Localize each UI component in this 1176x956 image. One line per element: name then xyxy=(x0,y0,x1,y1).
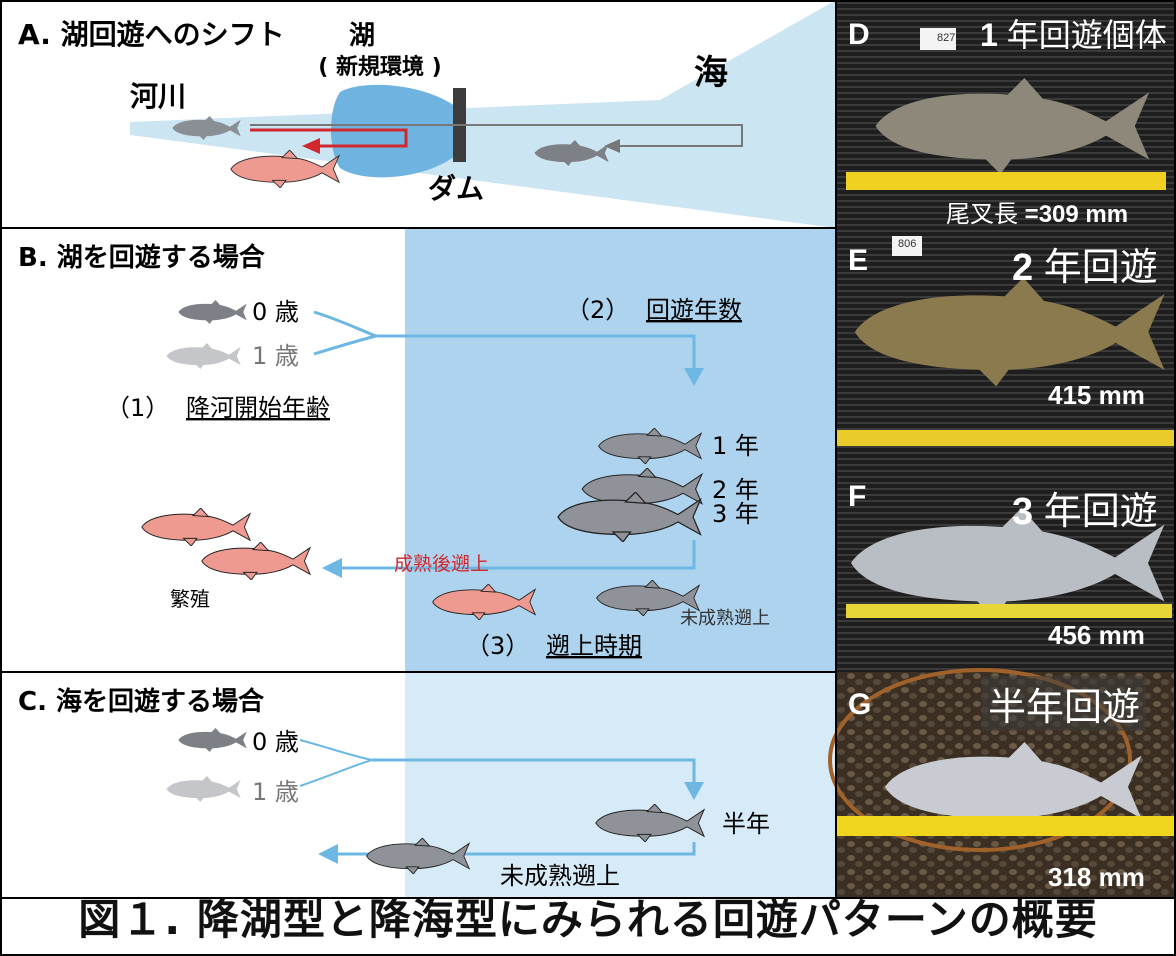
red-arrowhead-icon xyxy=(302,138,320,154)
photo-d-title-rest: 年回遊個体 xyxy=(997,17,1167,53)
half-year-label: 半年 xyxy=(722,810,770,838)
lake-label: 湖 xyxy=(349,21,375,51)
photo-f-size: 456 mm xyxy=(1048,620,1145,650)
measuring-tape xyxy=(836,430,1176,446)
photo-e-letter: E xyxy=(848,244,869,277)
down-arrowhead-icon xyxy=(684,368,704,386)
photo-f-title-num: 3 xyxy=(1012,491,1034,533)
step1-number: （1） xyxy=(106,394,169,422)
photo-g-size: 318 mm xyxy=(1048,862,1145,892)
panel-b-title: B. 湖を回遊する場合 xyxy=(18,242,266,273)
photo-e-size: 415 mm xyxy=(1048,380,1145,410)
immature-return-label-b: 未成熟遡上 xyxy=(680,608,770,629)
step2-label: 回遊年数 xyxy=(646,296,742,324)
photo-f-letter: F xyxy=(848,480,867,513)
lake-migration-path xyxy=(250,128,408,148)
photo-d-title: 1 年回遊個体 xyxy=(980,10,1167,56)
dam-label: ダム xyxy=(428,172,484,205)
step3-number: （3） xyxy=(466,632,529,660)
fish-spawner-2-icon xyxy=(201,542,311,580)
merge-arrow xyxy=(313,310,377,356)
grey-arrowhead-icon xyxy=(604,139,620,153)
descent-arrow-c xyxy=(372,758,696,786)
fish-age1-c-icon xyxy=(166,776,241,802)
fish-age0-c-icon xyxy=(178,728,247,752)
panel-c-sea-bg xyxy=(405,673,836,897)
photo-e xyxy=(836,228,1176,472)
photo-tag xyxy=(892,236,922,256)
panel-a xyxy=(0,0,836,228)
photo-f-title: 3 年回遊 xyxy=(1012,480,1158,535)
panel-a-title: A. 湖回遊へのシフト xyxy=(18,18,285,51)
photo-g-title: 半年回遊 xyxy=(982,676,1147,731)
year2-label: 2 年 xyxy=(712,476,759,504)
photo-d-tag-number: 827 xyxy=(937,32,956,44)
photo-e-title-rest: 年回遊 xyxy=(1033,247,1158,289)
age0-label: 0 歳 xyxy=(252,298,299,326)
photo-d-size: 尾叉長 =309 mm xyxy=(946,194,1128,229)
spawning-label: 繁殖 xyxy=(170,587,210,611)
photo-e-title-num: 2 xyxy=(1012,247,1034,289)
panel-b xyxy=(141,229,836,671)
step1-label: 降河開始年齢 xyxy=(186,394,330,422)
left-arrowhead-c-icon xyxy=(318,844,338,864)
river-sea-band xyxy=(130,0,836,228)
immature-return-label-c: 未成熟遡上 xyxy=(500,862,620,890)
sea-migration-path xyxy=(250,124,743,147)
photo-d-size-value: =309 mm xyxy=(1024,201,1129,228)
measuring-tape xyxy=(836,816,1176,836)
photo-g-letter: G xyxy=(848,688,872,721)
photo-e-tag-number: 806 xyxy=(898,238,917,250)
photo-tag xyxy=(920,28,956,50)
photo-f-title-rest: 年回遊 xyxy=(1033,491,1158,533)
photo-d xyxy=(836,0,1176,228)
return-arrow xyxy=(340,540,696,570)
panel-c xyxy=(166,673,836,897)
age1-label: 1 歳 xyxy=(252,342,299,370)
merge-arrow-c xyxy=(299,739,373,787)
step2-number: （2） xyxy=(566,296,629,324)
photo-d-letter: D xyxy=(848,18,870,51)
river-label: 河川 xyxy=(130,80,186,113)
sea-label: 海 xyxy=(694,53,728,93)
photo-d-size-prefix: 尾叉長 xyxy=(946,201,1025,228)
fish-spawner-1-icon xyxy=(141,508,251,546)
figure-caption: 図１. 降湖型と降海型にみられる回遊パターンの概要 xyxy=(78,895,1098,944)
fish-age0-icon xyxy=(178,300,247,324)
age1-label-c: 1 歳 xyxy=(252,778,299,806)
panel-c-title: C. 海を回遊する場合 xyxy=(18,686,265,717)
mature-return-label: 成熟後遡上 xyxy=(394,553,489,575)
photo-e-title: 2 年回遊 xyxy=(1012,236,1158,291)
landing-net xyxy=(828,668,1132,852)
down-arrowhead-c-icon xyxy=(684,782,704,800)
measuring-tape xyxy=(846,172,1166,190)
photo-f xyxy=(836,472,1176,672)
descent-arrow xyxy=(376,334,696,372)
year3-label: 3 年 xyxy=(712,500,759,528)
photo-d-title-num: 1 xyxy=(980,17,998,53)
fish-age1-icon xyxy=(166,343,241,369)
year1-label: 1 年 xyxy=(712,432,759,460)
step3-label: 遡上時期 xyxy=(546,632,642,660)
measuring-tape xyxy=(846,604,1172,618)
lake-sublabel: ( 新規環境 ) xyxy=(318,54,441,80)
left-arrowhead-icon xyxy=(322,558,342,578)
age0-label-c: 0 歳 xyxy=(252,728,299,756)
